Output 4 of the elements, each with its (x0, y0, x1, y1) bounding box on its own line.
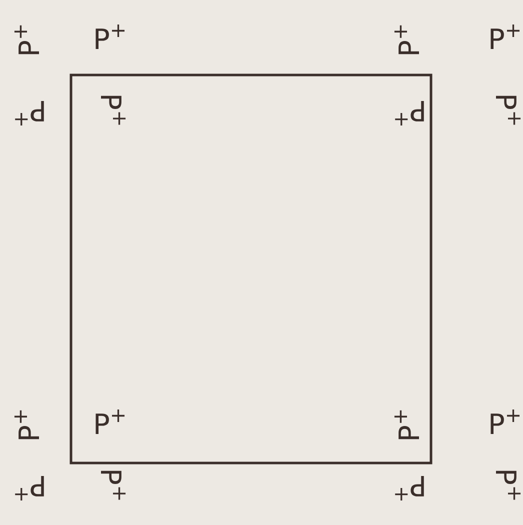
rotated-letter-label: P$^{+}$ (488, 411, 522, 439)
rotated-letter-label: P$^{+}$ (93, 411, 127, 439)
rotated-letter-label: P$^{+}$ (488, 26, 522, 54)
rotated-letter-label: P$^{+}$ (93, 26, 127, 54)
